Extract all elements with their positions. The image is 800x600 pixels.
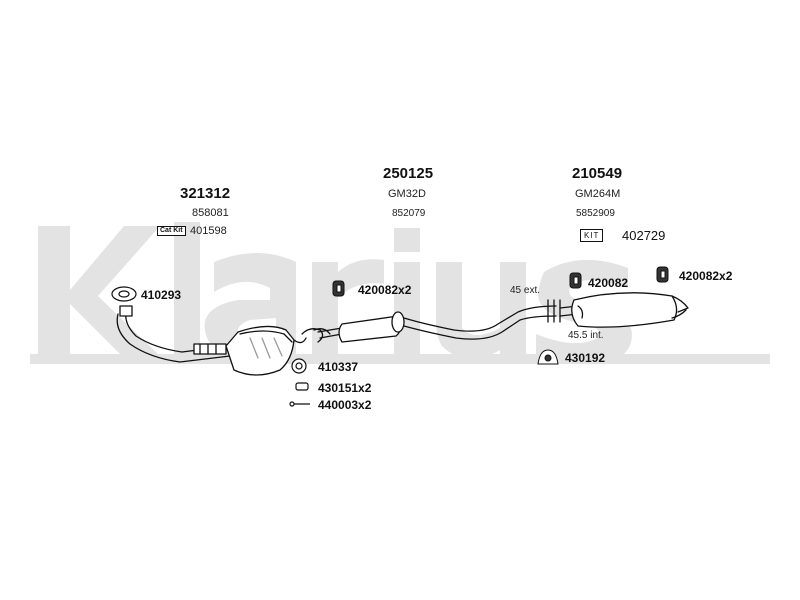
- part-number-210549: 210549: [572, 165, 623, 182]
- kit-part: 402729: [622, 228, 666, 243]
- part-number-250125: 250125: [383, 165, 434, 182]
- callout-hanger: 420082: [588, 276, 629, 290]
- note-ext: 45 ext.: [510, 285, 541, 296]
- oe-code: GM264M: [575, 188, 621, 200]
- callout-clamp: 430151x2: [318, 381, 372, 395]
- center-silencer: [317, 305, 557, 343]
- pipe-joint: [547, 299, 561, 323]
- cat-kit-badge: Cat Kit: [157, 226, 186, 236]
- cat-kit-part: 401598: [190, 225, 227, 237]
- callout-ring: 410337: [318, 360, 359, 374]
- catalytic-converter: [225, 325, 307, 376]
- flex-connector: [301, 328, 331, 343]
- note-int: 45.5 int.: [568, 330, 604, 341]
- front-pipe: [116, 305, 231, 363]
- callout-bolt: 440003x2: [318, 398, 372, 412]
- part-number-321312: 321312: [180, 185, 231, 202]
- ref-number: 5852909: [576, 208, 615, 219]
- rear-silencer: [559, 292, 689, 328]
- callout-hanger: 420082x2: [679, 269, 733, 283]
- callout-rear-clamp: 430192: [565, 351, 606, 365]
- ref-number: 852079: [392, 208, 426, 219]
- oe-code: GM32D: [388, 188, 426, 200]
- kit-badge: KIT: [580, 229, 604, 242]
- clamp-icon: [295, 382, 309, 391]
- callout-hanger: 420082x2: [358, 283, 412, 297]
- callout-gasket: 410293: [141, 288, 182, 302]
- oe-code: 858081: [192, 207, 229, 219]
